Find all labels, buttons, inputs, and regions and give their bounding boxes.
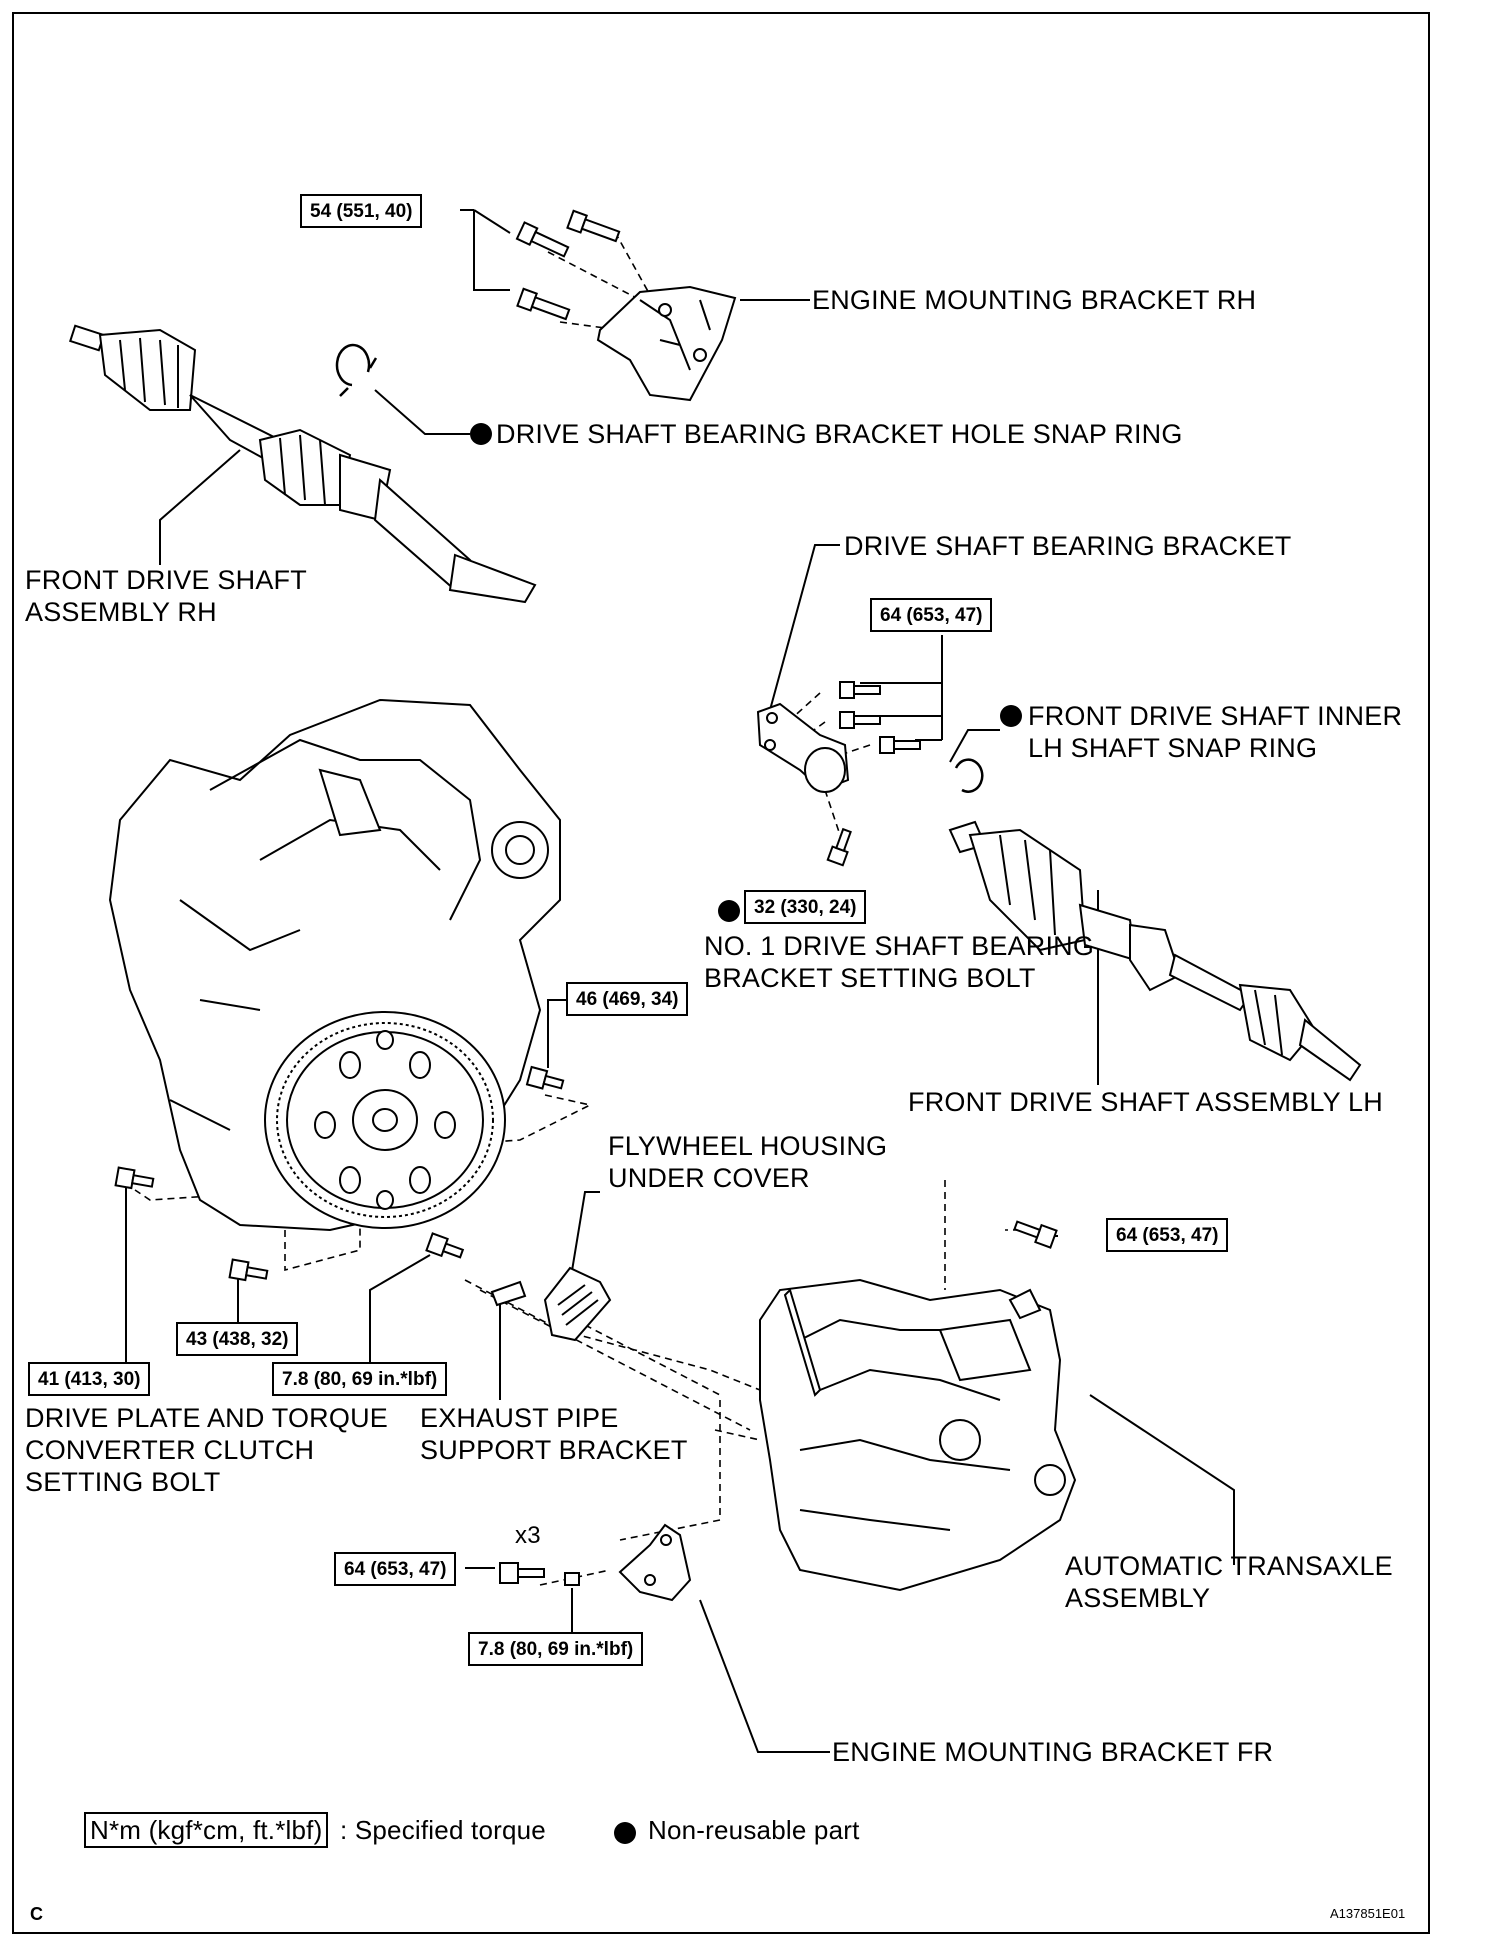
nonreusable-dot-icon [718, 900, 740, 922]
footer-left-code: C [30, 1904, 43, 1924]
torque-64-bottom: 64 (653, 47) [334, 1552, 457, 1586]
legend-nonreusable-text: Non-reusable part [648, 1815, 860, 1845]
exhaust-pipe-support-bracket-part [490, 1280, 527, 1307]
front-drive-shaft-rh-part [69, 324, 537, 604]
label-x3: x3 [515, 1522, 541, 1549]
drive-shaft-bearing-bracket-part [756, 702, 850, 793]
label-snap-ring-bracket-hole-text: DRIVE SHAFT BEARING BRACKET HOLE SNAP RI… [496, 419, 1183, 449]
legend-torque-text: : Specified torque [340, 1815, 546, 1845]
legend-torque-box: N*m (kgf*cm, ft.*lbf) [84, 1812, 329, 1848]
flywheel-housing-under-cover-part [543, 1266, 612, 1342]
snap-ring-rh-part [335, 343, 378, 397]
engine-mounting-bracket-fr-part [618, 1523, 692, 1602]
torque-46: 46 (469, 34) [566, 982, 689, 1016]
torque-54: 54 (551, 40) [300, 194, 423, 228]
label-flywheel-housing-under-cover: FLYWHEEL HOUSING UNDER COVER [608, 1131, 888, 1193]
torque-64-right: 64 (653, 47) [1106, 1218, 1229, 1252]
torque-43: 43 (438, 32) [176, 1322, 299, 1356]
diagram-frame [12, 12, 1430, 1934]
label-inner-lh-snap-ring-text: FRONT DRIVE SHAFT INNER LH SHAFT SNAP RI… [1028, 701, 1403, 763]
nonreusable-dot-icon [1000, 705, 1022, 727]
label-drive-shaft-bearing-bracket: DRIVE SHAFT BEARING BRACKET [844, 531, 1292, 561]
snap-ring-lh-part [954, 758, 984, 793]
torque-32: 32 (330, 24) [744, 890, 867, 924]
label-front-drive-shaft-lh: FRONT DRIVE SHAFT ASSEMBLY LH [908, 1087, 1383, 1117]
label-automatic-transaxle: AUTOMATIC TRANSAXLE ASSEMBLY [1065, 1551, 1393, 1613]
footer-right-code: A137851E01 [1330, 1906, 1406, 1921]
torque-41: 41 (413, 30) [28, 1362, 151, 1396]
label-drive-plate-torque-converter-bolt: DRIVE PLATE AND TORQUE CONVERTER CLUTCH … [25, 1403, 388, 1497]
label-engine-mounting-bracket-rh: ENGINE MOUNTING BRACKET RH [812, 285, 1257, 315]
label-no1-bearing-bracket-bolt: NO. 1 DRIVE SHAFT BEARING BRACKET SETTIN… [704, 931, 1095, 993]
label-snap-ring-bracket-hole: DRIVE SHAFT BEARING BRACKET HOLE SNAP RI… [470, 418, 1183, 450]
nonreusable-dot-icon [470, 423, 492, 445]
label-exhaust-pipe-support-bracket: EXHAUST PIPE SUPPORT BRACKET [420, 1403, 688, 1465]
automatic-transaxle-part [759, 1278, 1077, 1592]
legend-nonreusable-dot-icon [614, 1822, 636, 1844]
drive-plate-part [264, 1011, 506, 1229]
front-drive-shaft-lh-part [948, 820, 1362, 1082]
label-front-drive-shaft-rh: FRONT DRIVE SHAFT ASSEMBLY RH [25, 565, 307, 627]
engine-mounting-bracket-rh-part [596, 285, 737, 402]
label-engine-mounting-bracket-fr: ENGINE MOUNTING BRACKET FR [832, 1737, 1274, 1767]
torque-7-8-bottom: 7.8 (80, 69 in.*lbf) [468, 1632, 644, 1666]
torque-64-top: 64 (653, 47) [870, 598, 993, 632]
torque-7-8-mid: 7.8 (80, 69 in.*lbf) [272, 1362, 448, 1396]
label-inner-lh-snap-ring: FRONT DRIVE SHAFT INNER LH SHAFT SNAP RI… [1000, 700, 1402, 764]
